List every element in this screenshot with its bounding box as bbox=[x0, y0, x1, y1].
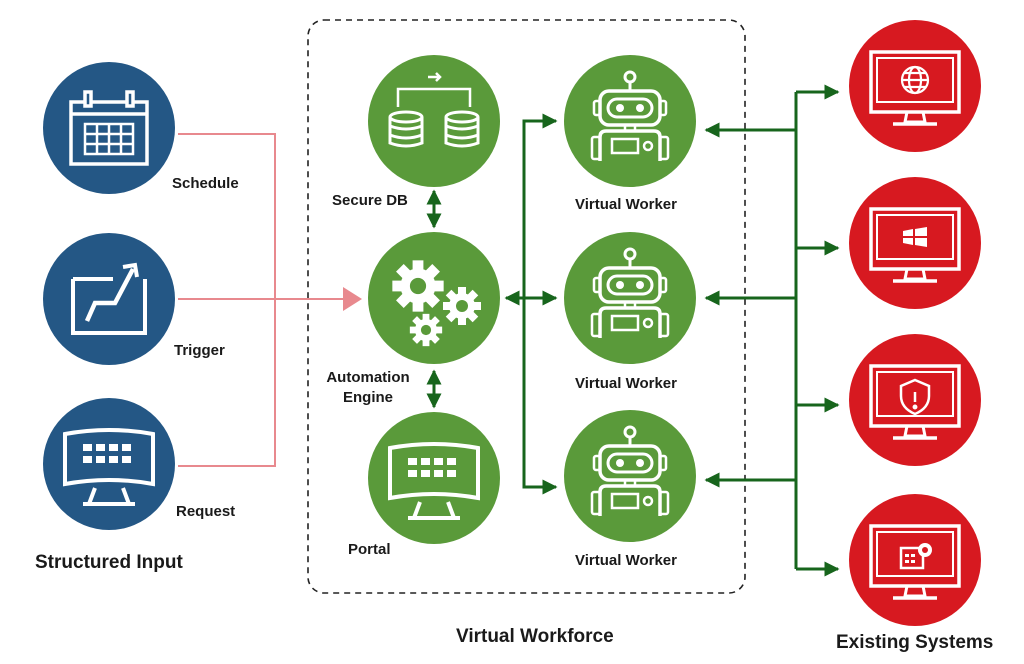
automation-engine-label: Automation Engine bbox=[318, 369, 418, 406]
input-connectors bbox=[178, 133, 362, 467]
windows-monitor-icon bbox=[903, 227, 927, 247]
input-label-trigger: Trigger bbox=[174, 342, 225, 359]
automation-engine-label-line1: Automation bbox=[326, 369, 410, 386]
input-schedule bbox=[43, 62, 175, 194]
node-secure-db bbox=[368, 55, 500, 187]
system-web bbox=[849, 20, 981, 152]
system-arrows bbox=[704, 84, 840, 577]
node-portal bbox=[368, 412, 500, 544]
secure-db-label: Secure DB bbox=[332, 192, 408, 209]
worker-label-2: Virtual Worker bbox=[575, 375, 677, 392]
input-label-request: Request bbox=[176, 503, 236, 520]
system-security bbox=[849, 334, 981, 466]
trend-chart-icon bbox=[71, 262, 147, 335]
virtual-workforce-boundary bbox=[307, 19, 746, 594]
node-worker-3 bbox=[564, 410, 696, 542]
web-monitor-icon bbox=[900, 65, 930, 95]
portal-label: Portal bbox=[348, 541, 391, 558]
settings-monitor-icon bbox=[899, 543, 932, 570]
virtual-workforce-title: Virtual Workforce bbox=[456, 626, 614, 647]
database-sync-icon bbox=[388, 72, 480, 148]
input-trigger bbox=[43, 233, 175, 365]
worker-label-3: Virtual Worker bbox=[575, 552, 677, 569]
automation-engine-label-line2: Engine bbox=[342, 389, 393, 406]
input-label-schedule: Schedule bbox=[172, 175, 239, 192]
input-request bbox=[43, 398, 175, 530]
calendar-icon bbox=[69, 90, 149, 166]
security-monitor-icon bbox=[899, 378, 931, 416]
node-automation-engine bbox=[368, 232, 500, 364]
system-windows bbox=[849, 177, 981, 309]
node-worker-1 bbox=[564, 55, 696, 187]
system-settings bbox=[849, 494, 981, 626]
structured-input-title: Structured Input bbox=[35, 552, 183, 573]
worker-label-1: Virtual Worker bbox=[575, 196, 677, 213]
existing-systems-title: Existing Systems bbox=[836, 632, 994, 653]
node-worker-2 bbox=[564, 232, 696, 364]
workforce-arrows bbox=[426, 113, 558, 495]
